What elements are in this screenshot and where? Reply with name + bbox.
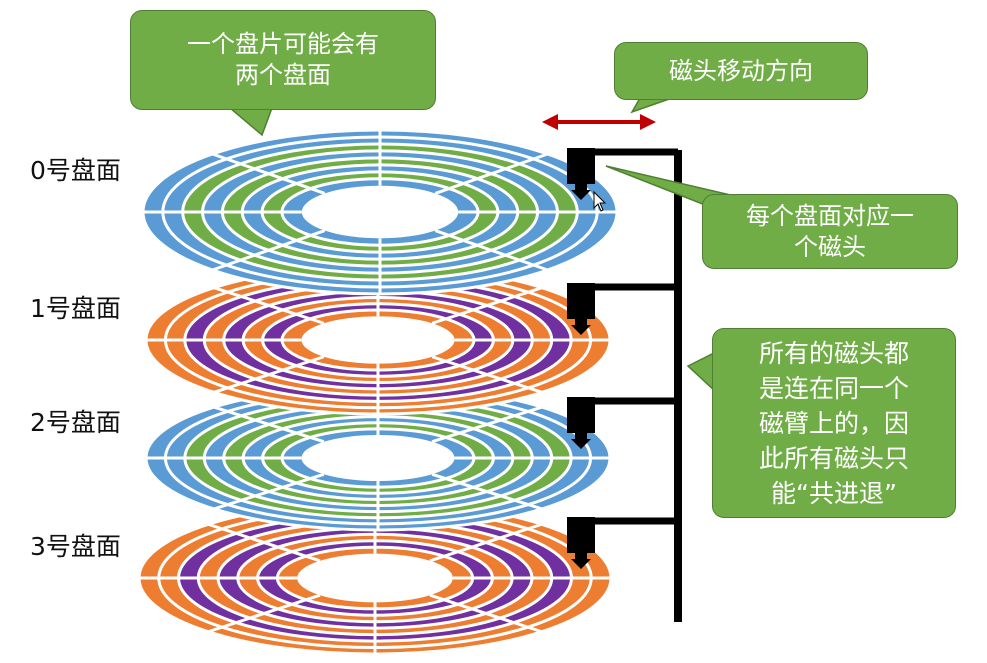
callout-head-per-surface-line-1: 每个盘面对应一 xyxy=(746,201,914,230)
platter-2-sector-line xyxy=(431,472,543,511)
platter-1-sector-line xyxy=(213,355,325,394)
callout-shared-arm-line-4: 此所有磁头只 xyxy=(758,443,909,473)
platter-2-sector-line xyxy=(213,405,325,444)
platter-3-sector-line xyxy=(207,522,321,563)
callout-shared-arm-line-2: 是连在同一个 xyxy=(758,373,909,403)
platter-2-sector-line xyxy=(431,405,543,444)
read-write-head-0 xyxy=(567,148,595,200)
platter-3-sector-line xyxy=(429,593,543,634)
platter-3-spindle-hole xyxy=(297,553,453,603)
platter-0-sector-line xyxy=(434,229,549,272)
platter-stack xyxy=(137,128,619,656)
read-write-head-3 xyxy=(567,517,595,569)
platter-0-sector-line xyxy=(211,229,326,272)
platter-2-sector-line xyxy=(213,472,325,511)
platter-0-sector-line xyxy=(434,152,549,195)
callout-two-sides: 一个盘片可能会有 两个盘面 xyxy=(130,10,436,110)
callout-two-sides-line-2: 两个盘面 xyxy=(235,61,331,89)
platter-1 xyxy=(144,264,612,416)
callout-head-per-surface: 每个盘面对应一 个磁头 xyxy=(702,194,958,269)
platter-3-sector-line xyxy=(207,593,321,634)
read-write-head-1 xyxy=(567,283,595,335)
platter-2 xyxy=(144,384,612,532)
callout-head-per-surface-line-2: 个磁头 xyxy=(794,232,866,261)
callout-shared-arm-line-5: 能“共进退” xyxy=(771,478,897,508)
platter-1-label: 1号盘面 xyxy=(30,294,121,323)
platter-2-label: 2号盘面 xyxy=(30,408,121,437)
platter-1-sector-line xyxy=(213,286,325,325)
platter-1-sector-line xyxy=(431,286,543,325)
head-direction-arrow xyxy=(542,114,656,130)
callout-two-sides-line-1: 一个盘片可能会有 xyxy=(187,30,379,58)
callout-shared-arm: 所有的磁头都 是连在同一个 磁臂上的，因 此所有磁头只 能“共进退” xyxy=(712,328,956,518)
callout-head-direction-text: 磁头移动方向 xyxy=(669,56,813,85)
platter-0-label: 0号盘面 xyxy=(30,156,121,185)
platter-3-label: 3号盘面 xyxy=(30,532,121,561)
platter-3 xyxy=(137,500,613,656)
platter-0-sector-line xyxy=(211,152,326,195)
platter-2-spindle-hole xyxy=(301,434,455,482)
read-write-head-2 xyxy=(567,397,595,449)
platter-1-sector-line xyxy=(431,355,543,394)
mouse-cursor-icon xyxy=(593,190,607,212)
platter-0 xyxy=(141,128,619,296)
platter-0-spindle-hole xyxy=(301,185,459,239)
callout-head-direction: 磁头移动方向 xyxy=(614,42,868,100)
platter-3-sector-line xyxy=(429,522,543,563)
platter-1-spindle-hole xyxy=(301,316,455,364)
callout-shared-arm-line-1: 所有的磁头都 xyxy=(758,338,909,368)
callout-shared-arm-line-3: 磁臂上的，因 xyxy=(758,408,909,438)
